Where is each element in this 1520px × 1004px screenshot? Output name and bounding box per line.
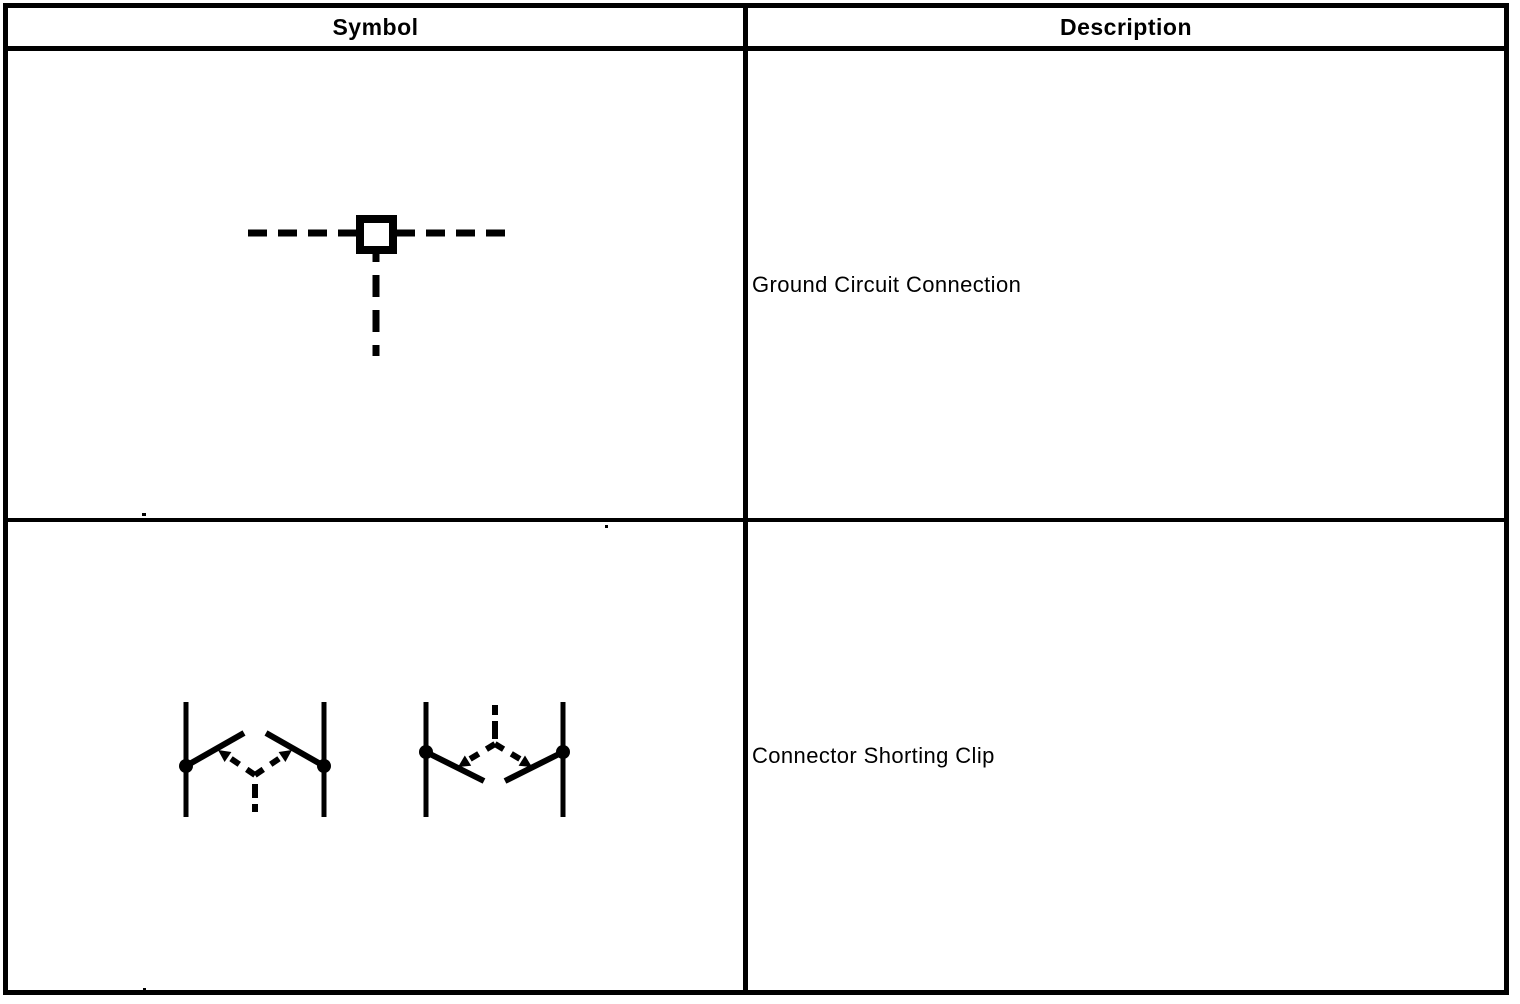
clip-left-contact-arm-b [264,730,326,769]
clip-right-arrowhead-a [458,755,472,767]
clip-right-contact-arm-a [424,749,486,784]
column-header-description: Description [1059,13,1193,40]
ground-circuit-connection-symbol [242,215,512,356]
table-row-divider [3,518,1509,522]
clip-left-arrowhead-a [218,750,232,762]
clip-left-arrowhead-b [278,750,292,762]
clip-right-dashed-branch-a [468,741,497,762]
clip-left-dashed-branch-b [253,755,282,778]
table-header-divider [3,46,1509,51]
clip-right-arrowhead-b [518,755,532,767]
connector-shorting-clip-symbol-right [419,702,570,817]
description-connector-shorting-clip: Connector Shorting Clip [752,743,995,768]
ground-symbol-connector-box [356,215,397,254]
scan-artifact-speck [143,988,146,991]
scan-artifact-speck [605,525,608,528]
table-column-divider [743,3,748,995]
column-header-symbol: Symbol [332,13,419,40]
clip-right-dashed-branch-b [493,741,522,762]
description-ground-circuit-connection: Ground Circuit Connection [752,271,1022,297]
clip-left-dashed-branch-a [228,755,257,778]
connector-shorting-clip-symbol-left [179,702,331,817]
clip-left-contact-arm-a [184,730,246,769]
table-outer-border [3,3,1509,995]
scan-artifact-speck [142,513,146,516]
clip-right-contact-arm-b [503,749,565,784]
